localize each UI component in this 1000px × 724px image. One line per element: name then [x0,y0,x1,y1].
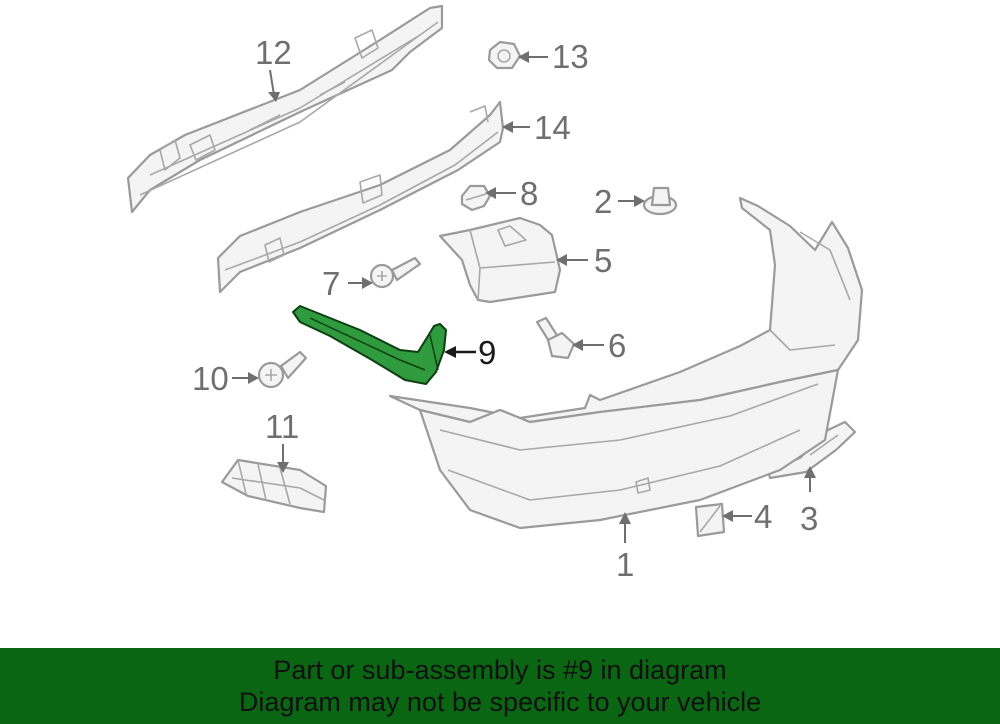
callout-labels: 12 13 14 8 2 5 7 6 9 10 11 4 3 1 [192,34,818,583]
callout-7: 7 [322,265,340,302]
callout-13: 13 [552,38,589,75]
bumper-cover-part-1 [388,196,864,530]
banner-line-part-number: Part or sub-assembly is #9 in diagram [273,655,727,685]
callout-12: 12 [255,34,292,71]
reinforcement-bar-part-12 [126,4,444,214]
callout-10: 10 [192,360,229,397]
banner-line-disclaimer: Diagram may not be specific to your vehi… [238,687,762,717]
parts-diagram: 12 13 14 8 2 5 7 6 9 10 11 4 3 1 [126,4,864,583]
callout-1: 1 [616,546,634,583]
callout-2: 2 [594,183,612,220]
callout-6: 6 [608,327,626,364]
highlighted-bracket-part-9 [292,305,447,385]
energy-absorber-part-14 [216,100,505,294]
bracket-part-5 [438,216,562,304]
callout-14: 14 [534,109,571,146]
bracket-part-11 [220,458,328,514]
callout-11: 11 [265,408,299,445]
callout-5: 5 [594,242,612,279]
callout-8: 8 [520,175,538,212]
cover-part-4 [694,502,726,538]
callout-3: 3 [800,500,818,537]
callout-9: 9 [478,334,496,371]
screw-part-10 [257,350,308,389]
leader-lines [232,51,816,543]
screw-part-7 [369,256,422,289]
retainer-part-2 [642,186,678,216]
clip-part-8 [460,184,492,212]
bolt-part-6 [535,316,576,360]
callout-4: 4 [754,498,772,535]
nut-part-13 [487,40,522,70]
info-banner: Part or sub-assembly is #9 in diagram Di… [0,648,1000,724]
